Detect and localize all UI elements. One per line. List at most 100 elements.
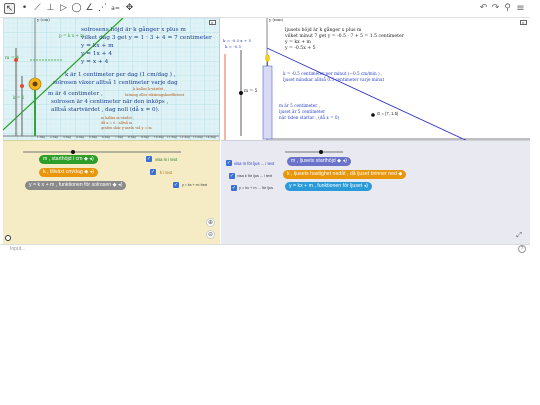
pill-k-tillvaxt[interactable]: k , tillväxt cm/dag ◆ ◂) xyxy=(39,168,99,177)
tag-icon: ◆ xyxy=(337,158,342,164)
pill-function-ljus[interactable]: y = kx + m , funktionen för ljuset ◂) xyxy=(285,182,373,191)
move-view-icon[interactable]: ✥ xyxy=(125,3,134,13)
flame-icon xyxy=(265,54,270,62)
tag-icon: ◆ xyxy=(84,169,89,175)
pointer-icon[interactable]: ↖ xyxy=(4,3,15,14)
pill-eq-label: y = k x + m , funktionen för solrosen xyxy=(29,182,112,188)
geogebra-app: ↖ • ⟋ ⊥ ▷ ◯ ∠ ⋰ a= ✥ ↶ ↷ ⚲ ≡ xyxy=(0,0,530,255)
speaker-icon: ◂) xyxy=(89,169,95,175)
cb-eq-label: y = kx + m ... för ljus xyxy=(239,186,273,190)
slider-m-handle xyxy=(239,91,243,95)
m-note-3: grafen skär y-axeln vid y = m xyxy=(101,126,152,130)
toolbar: ↖ • ⟋ ⊥ ▷ ◯ ∠ ⋰ a= ✥ ↶ ↷ ⚲ ≡ xyxy=(0,0,530,18)
perpendicular-icon[interactable]: ⊥ xyxy=(46,3,55,13)
line-label: p = k x + m xyxy=(59,33,85,38)
eq-line-3: y = kx + m xyxy=(285,40,311,45)
pill-k-label: k , tillväxt cm/dag xyxy=(43,169,83,175)
angle-icon[interactable]: ∠ xyxy=(85,3,94,13)
m-note-2: då x = 0 : alltså m xyxy=(101,121,133,125)
style-bar-toggle-icon[interactable]: ▸ xyxy=(209,20,216,25)
pill-k-label: k , ljusets hastighet nedåt , då ljuset … xyxy=(287,171,397,177)
checkbox-show-k-candle[interactable]: ✓ xyxy=(229,173,235,179)
checkbox-show-k[interactable]: ✓ xyxy=(150,169,156,175)
y-axis-label: y (mm) xyxy=(269,18,284,22)
speaker-icon: ◂) xyxy=(89,156,94,162)
checkbox-show-eq-candle[interactable]: ✓ xyxy=(231,185,237,191)
pill-function-solros[interactable]: y = k x + m , funktionen för solrosen ◆ … xyxy=(25,181,127,190)
eq-line-3: y = kx + m xyxy=(81,43,114,49)
eq-line-4: y = -0.5x + 5 xyxy=(285,46,316,51)
help-icon[interactable]: ? xyxy=(518,245,526,253)
eq-line-2: vilket dag 3 get y = 1 · 3 + 4 = 7 centi… xyxy=(81,35,212,41)
slider-m-label: m = 4 xyxy=(5,56,20,61)
candle-body xyxy=(262,65,273,140)
x-tick: 1 dag xyxy=(37,135,45,139)
k-value-label: k = -0.5 xyxy=(225,44,242,49)
candle-controls: ✓ visa m för ljus ... i text ✓ visa k fö… xyxy=(221,140,530,244)
y-axis-label: y (cm) xyxy=(37,18,50,22)
speaker-icon: ◂) xyxy=(363,183,369,189)
search-icon[interactable]: ⚲ xyxy=(504,3,511,13)
circle-icon[interactable]: ◯ xyxy=(71,3,82,13)
m-text-2: solrosen är 4 centimeter när den inköps … xyxy=(51,99,169,105)
slider-track-candle[interactable] xyxy=(285,149,345,155)
x-tick: 5 dag xyxy=(89,135,97,139)
input-placeholder: Input... xyxy=(10,246,26,252)
pill-m-label: m , starthöjd i cm xyxy=(43,156,83,162)
slider-icon[interactable]: a= xyxy=(111,5,120,12)
slider-m-label: m = 5 xyxy=(244,89,258,94)
candle-line xyxy=(266,47,467,140)
checkbox-show-m-candle[interactable]: ✓ xyxy=(226,160,232,166)
cb-eq-label: y = kx + m i text xyxy=(182,183,208,187)
fullscreen-icon[interactable]: ⤢ xyxy=(516,232,522,239)
cb-k-label: visa k för ljus ... i text xyxy=(237,174,273,178)
eq-line-1: solrosens höjd är k gånger x plus m xyxy=(81,27,186,33)
tag-icon: ◆ xyxy=(112,182,117,188)
eq-line-1: ljusets höjd är k gånger x plus m xyxy=(285,28,362,33)
grid-lines xyxy=(3,18,219,140)
k-text-2: ljuset minskar alltså 0.5 centimeter var… xyxy=(283,77,385,82)
reflect-icon[interactable]: ⋰ xyxy=(98,3,107,13)
redo-icon[interactable]: ↷ xyxy=(491,3,500,13)
point-icon[interactable]: • xyxy=(21,3,28,13)
style-bar-toggle-icon[interactable]: ▸ xyxy=(520,20,527,25)
input-bar[interactable]: Input... ? xyxy=(0,244,530,255)
m-text-1: m är 4 centimeter , xyxy=(48,91,103,97)
x-tick: 11 dag xyxy=(167,135,177,139)
graphics-view-candle[interactable]: y (mm) k = -0.5 x + 5 k = -0.5 m = 5 lju… xyxy=(221,18,530,140)
zoom-out-icon[interactable]: ⊖ xyxy=(206,230,215,239)
x-tick: 10 dag xyxy=(154,135,164,139)
checkbox-show-eq[interactable]: ✓ xyxy=(173,182,179,188)
line-icon[interactable]: ⟋ xyxy=(34,3,41,13)
undo-icon[interactable]: ↶ xyxy=(479,3,488,13)
k-note-2: lutning eller riktningskoefficient xyxy=(125,93,185,97)
m-text-3: alltså startvärdet , dag noll (då x = 0)… xyxy=(51,107,160,113)
speaker-icon: ◂) xyxy=(118,182,123,188)
polygon-icon[interactable]: ▷ xyxy=(60,3,67,13)
cb-m-label: visa m för ljus ... i text xyxy=(234,161,275,166)
m-text-2: ljuset är 5 centimeter xyxy=(279,109,325,114)
eq-line-4: y = 1x + 4 xyxy=(81,51,113,57)
zoom-in-icon[interactable]: ⊕ xyxy=(206,218,215,227)
pill-k-ljus[interactable]: k , ljusets hastighet nedåt , då ljuset … xyxy=(283,170,407,179)
home-view-icon[interactable] xyxy=(5,235,11,241)
x-tick: 7 dag xyxy=(115,135,123,139)
checkbox-show-m[interactable]: ✓ xyxy=(146,156,152,162)
x-tick: 13 dag xyxy=(193,135,203,139)
x-tick: 14 dag xyxy=(206,135,216,139)
x-tick: 3 dag xyxy=(63,135,71,139)
slider-track-top[interactable] xyxy=(23,149,183,155)
slider-k-label: k = 1 xyxy=(13,95,25,100)
x-tick: 2 dag xyxy=(50,135,58,139)
pill-m-ljus[interactable]: m , ljusets starthöjd ◆ ◂) xyxy=(287,157,351,166)
menu-icon[interactable]: ≡ xyxy=(516,3,525,14)
k-note-1: k kallas k-värdet , xyxy=(133,87,166,91)
tag-icon: ◆ xyxy=(398,171,403,177)
pill-m-starthojd[interactable]: m , starthöjd i cm ◆ ◂) xyxy=(39,155,98,164)
slider-m-handle xyxy=(14,58,18,62)
m-text-3: när tiden startar , (då x = 0) xyxy=(279,115,340,120)
x-tick: 8 dag xyxy=(128,135,136,139)
x-tick: 9 dag xyxy=(141,135,149,139)
graphics-view-sunflower[interactable]: y (cm) p = k x + m m = 4 k = 1 solrosens… xyxy=(3,18,220,140)
k-text-2: solrosen växer alltså 1 centimeter varje… xyxy=(53,80,178,86)
